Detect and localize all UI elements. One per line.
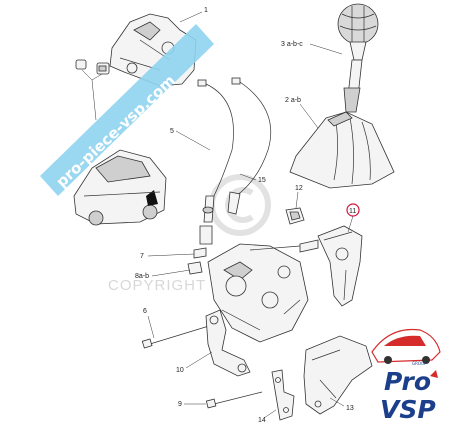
callout-14: 14 <box>258 417 266 424</box>
callout-5: 5 <box>170 128 174 135</box>
logo-vsp-text: VSP <box>380 395 436 424</box>
callout-10: 10 <box>176 367 184 374</box>
part-lever-arm <box>205 309 251 377</box>
logo-group-text: GROUP <box>412 361 427 366</box>
callout-2: 2 a-b <box>285 97 301 104</box>
callout-3: 3 a-b-c <box>281 41 303 48</box>
part-clip-small <box>187 247 207 275</box>
part-mount-bracket <box>303 335 373 415</box>
callout-1: 1 <box>204 7 208 14</box>
callout-8: 8a-b <box>135 273 149 280</box>
part-gear-knob <box>337 3 379 113</box>
part-clip <box>285 207 305 225</box>
part-small-bracket <box>271 369 295 421</box>
part-bracket <box>317 225 363 307</box>
part-gear-boot <box>289 111 395 189</box>
pro-vsp-logo: GROUP Pro VSP <box>371 328 441 424</box>
callout-7: 7 <box>140 253 144 260</box>
callout-6: 6 <box>143 308 147 315</box>
part-bolt-short <box>205 391 263 409</box>
part-gearbox <box>207 239 319 343</box>
logo-pro-text: Pro <box>384 367 431 396</box>
part-shift-cables <box>197 77 272 245</box>
car-illustration <box>73 149 167 226</box>
callout-12: 12 <box>295 185 303 192</box>
callout-13: 13 <box>346 405 354 412</box>
callout-15: 15 <box>258 177 266 184</box>
callout-11: 11 <box>349 208 356 215</box>
callout-9: 9 <box>178 401 182 408</box>
